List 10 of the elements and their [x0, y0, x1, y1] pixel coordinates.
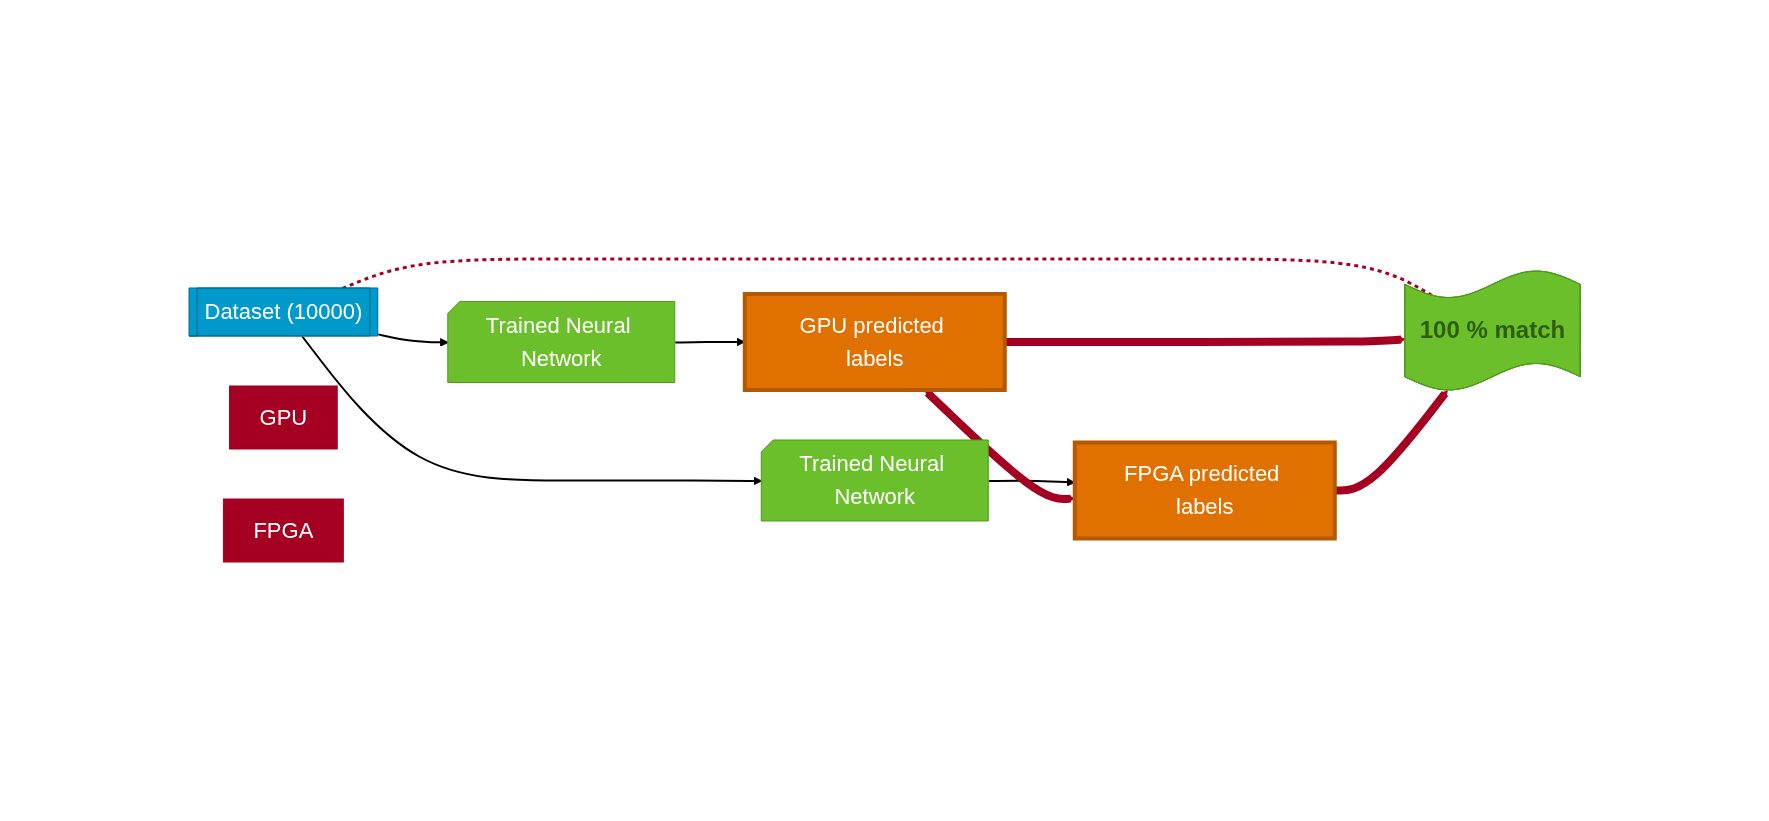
arrow [301, 335, 763, 486]
arrow [1004, 335, 1406, 346]
connector [341, 257, 1433, 297]
node-box: GPU [228, 385, 338, 450]
arrow [1334, 389, 1449, 495]
node-box: GPU predicted labels [742, 292, 1007, 392]
arrow [924, 389, 1076, 504]
node-box: FPGA predicted labels [1072, 440, 1337, 541]
arrow [377, 333, 449, 347]
node-box: FPGA [222, 498, 344, 563]
